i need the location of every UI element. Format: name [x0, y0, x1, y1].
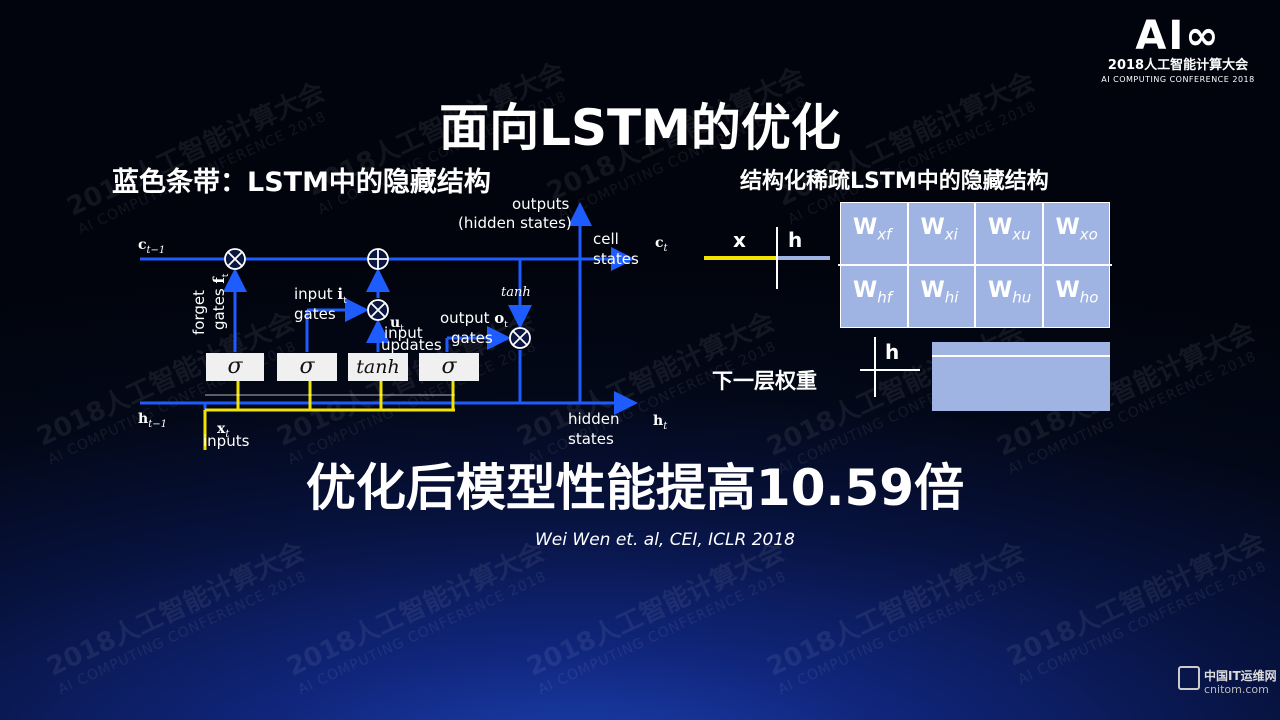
forget-label: forget — [190, 290, 208, 335]
weight-cell: Wxu — [975, 202, 1043, 265]
weight-cell: Whu — [975, 265, 1043, 328]
cell-states-label: states — [593, 250, 639, 268]
slide-title: 面向LSTM的优化 — [439, 99, 841, 157]
weight-cell: Whf — [840, 265, 908, 328]
next-h-label: h — [885, 340, 900, 364]
weight-cell: Wxf — [840, 202, 908, 265]
cell-label: cell — [593, 230, 619, 248]
input-updates-label: input — [384, 324, 423, 342]
footer-logo-cn: 中国IT运维网 — [1204, 669, 1277, 683]
output-gates-label: output ot — [440, 309, 508, 330]
h-axis-label: h — [788, 228, 803, 252]
c-prev-label: ct−1 — [138, 237, 166, 256]
next-layer-axis — [860, 337, 920, 397]
weight-cell: Who — [1042, 265, 1110, 328]
right-subtitle: 结构化稀疏LSTM中的隐藏结构 — [740, 169, 1049, 194]
update-tanh-box: tanh — [348, 353, 408, 381]
outputs-label: outputs — [512, 195, 570, 213]
performance-headline: 优化后模型性能提高10.59倍 — [305, 459, 965, 517]
input-updates-sub-label: updates — [381, 336, 442, 354]
x-t-label: xt — [217, 421, 230, 440]
weight-cell: Wxi — [907, 202, 975, 265]
u-t-label: ut — [390, 315, 404, 334]
outputs-sub-label: (hidden states) — [458, 214, 572, 232]
matrix-divider — [838, 264, 1112, 266]
footer-logo-en: cnitom.com — [1204, 683, 1269, 696]
hidden-states-label: states — [568, 430, 614, 448]
yellow-input-strip — [203, 378, 455, 450]
input-sigmoid-box: σ — [277, 353, 337, 381]
conference-logo: AI∞ 2018人工智能计算大会 AI COMPUTING CONFERENCE… — [1098, 14, 1258, 85]
c-t-label: ct — [655, 235, 668, 254]
inputs-label: inputs — [203, 432, 250, 450]
h-t-label: ht — [653, 413, 668, 432]
hidden-label: hidden — [568, 410, 620, 428]
logo-cn: 2018人工智能计算大会 — [1107, 58, 1249, 73]
gate-operators — [224, 248, 531, 349]
weight-cell: Whi — [907, 265, 975, 328]
site-logo-icon — [1178, 666, 1200, 690]
x-axis-label: x — [733, 228, 746, 252]
forget-gates-label: gates ft — [210, 273, 231, 330]
input-gates-label: input it — [294, 285, 347, 306]
left-subtitle: 蓝色条带：LSTM中的隐藏结构 — [112, 167, 491, 198]
forget-sigmoid-box: σ — [206, 353, 264, 381]
h-prev-label: ht−1 — [138, 411, 167, 430]
weight-cell: Wxo — [1042, 202, 1110, 265]
logo-mark: AI∞ — [1135, 13, 1221, 59]
next-layer-label: 下一层权重 — [712, 369, 817, 393]
next-layer-matrix — [932, 342, 1110, 411]
tanh-label: tanh — [501, 285, 531, 300]
logo-en: AI COMPUTING CONFERENCE 2018 — [1101, 75, 1255, 84]
axis-lines — [704, 227, 830, 289]
output-sigmoid-box: σ — [419, 353, 479, 381]
next-layer-divider — [932, 355, 1110, 357]
output-gates-sub-label: gates — [451, 329, 493, 347]
input-gates-sub-label: gates — [294, 305, 336, 323]
citation: Wei Wen et. al, CEI, ICLR 2018 — [535, 530, 795, 550]
